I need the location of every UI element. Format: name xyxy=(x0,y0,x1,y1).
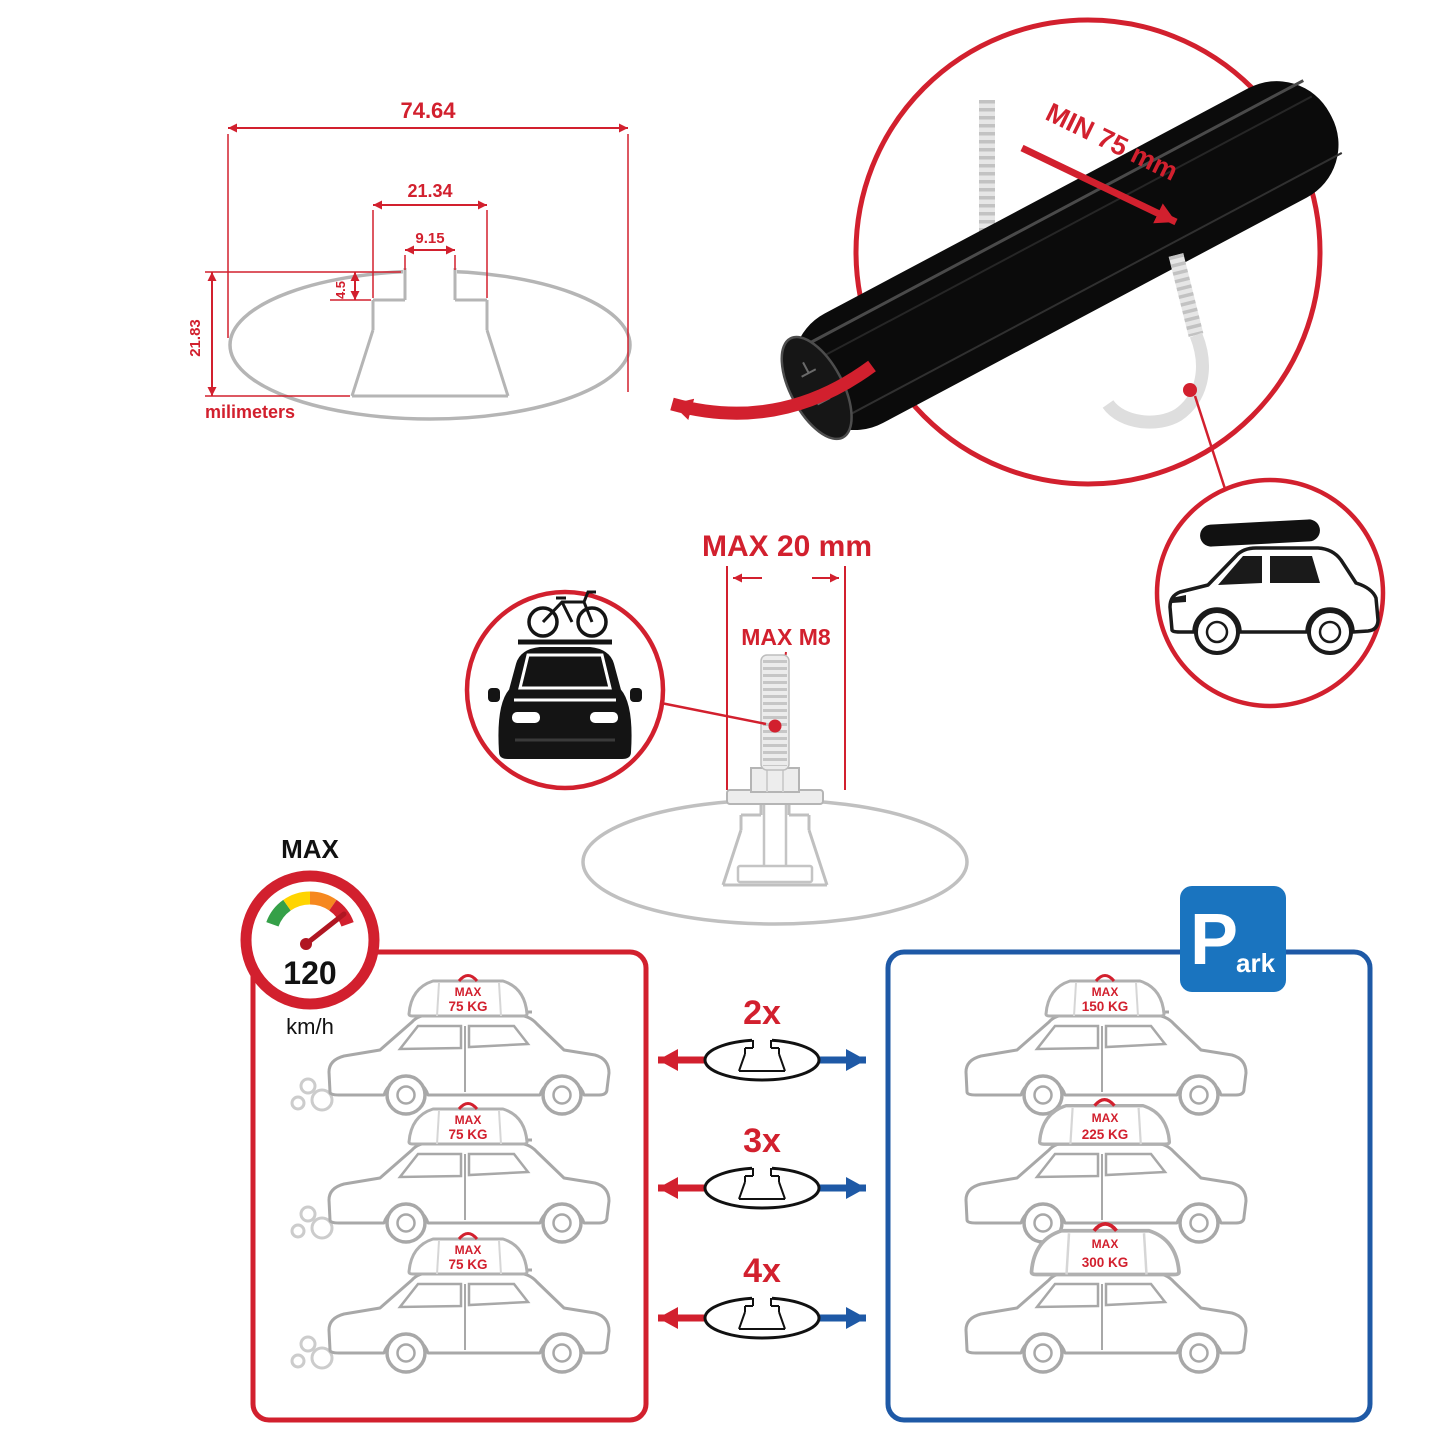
bag-load-label: 75 KG xyxy=(448,999,487,1014)
crossbar-section-icon xyxy=(703,1162,821,1210)
multiplier-label: 2x xyxy=(743,994,781,1032)
parking-panel: P ark MAX 150 KG MAX 225 KG MAX 300 KG xyxy=(885,886,1373,1423)
speedometer-icon: MAX 120 km/h xyxy=(240,834,380,1039)
car-with-cargo-300: MAX 300 KG xyxy=(964,1222,1248,1374)
t-slot-profile-lines xyxy=(350,268,510,398)
bag-max-label: MAX xyxy=(455,1243,482,1257)
car-with-bike-icon xyxy=(464,589,767,791)
fastener-dot xyxy=(1183,383,1197,397)
dim-slot-outer: 21.34 xyxy=(407,181,452,201)
suv-with-roofbox-icon xyxy=(1154,477,1386,709)
bag-max-label: MAX xyxy=(455,1113,482,1127)
bolt-length-label: MAX 20 mm xyxy=(702,530,872,563)
bag-load-label: 150 KG xyxy=(1082,999,1129,1014)
parking-suffix: ark xyxy=(1236,948,1276,978)
multiplier-row-3x: 3x xyxy=(658,1122,866,1210)
bike-silhouette xyxy=(527,590,608,638)
bolt-hex-head xyxy=(750,767,800,793)
crossbar-tube xyxy=(780,79,1343,441)
dim-slot-depth: 4.5 xyxy=(333,281,348,299)
bag-max-label: MAX xyxy=(1092,1111,1119,1125)
gauge-needle xyxy=(303,911,347,947)
bolt-thread-label: MAX M8 xyxy=(741,624,831,650)
bag-load-label: 75 KG xyxy=(448,1257,487,1272)
bag-load-label: 75 KG xyxy=(448,1127,487,1142)
multiplier-column: 2x 3x 4x xyxy=(658,994,866,1340)
bolt-stem xyxy=(762,793,788,877)
dim-total-height: 21.83 xyxy=(187,319,204,357)
crossbar-section-icon xyxy=(703,1034,821,1082)
car-with-cargo-75-1: MAX 75 KG xyxy=(290,974,611,1116)
car-front-body xyxy=(498,647,632,759)
speed-max-label: MAX xyxy=(281,834,339,864)
car-with-cargo-225: MAX 225 KG xyxy=(964,1098,1248,1244)
multiplier-row-2x: 2x xyxy=(658,994,866,1082)
u-bolt-front xyxy=(1102,253,1209,429)
speed-value: 120 xyxy=(283,955,336,991)
min-clearance-arrow xyxy=(1020,144,1178,226)
parking-letter: P xyxy=(1190,900,1238,980)
car-with-cargo-150: MAX 150 KG xyxy=(964,974,1248,1116)
multiplier-label: 4x xyxy=(743,1252,781,1290)
dim-slot-opening: 9.15 xyxy=(415,230,444,247)
bag-max-label: MAX xyxy=(1092,985,1119,999)
bag-load-label: 225 KG xyxy=(1082,1127,1129,1142)
bag-load-label: 300 KG xyxy=(1082,1255,1129,1270)
bolt-diagram: MAX 20 mm MAX M8 xyxy=(581,530,969,926)
zoom-arrow xyxy=(670,360,876,420)
speed-unit: km/h xyxy=(286,1014,334,1039)
driving-panel: MAX 75 KG MAX 75 KG MAX 75 KG xyxy=(250,949,649,1423)
roof-box xyxy=(1200,519,1320,547)
dim-total-width: 74.64 xyxy=(400,98,456,123)
bag-max-label: MAX xyxy=(1092,1237,1119,1251)
crossbar-profile-diagram: 74.64 21.34 9.15 4.5 21.83 milimeters xyxy=(187,98,632,422)
thread-dot xyxy=(768,719,782,733)
car-with-cargo-75-3: MAX 75 KG xyxy=(290,1232,611,1374)
tube-closeup: MIN 75 mm xyxy=(670,17,1343,493)
car-with-cargo-75-2: MAX 75 KG xyxy=(290,1102,611,1244)
multiplier-label: 3x xyxy=(743,1122,781,1160)
multiplier-row-4x: 4x xyxy=(658,1252,866,1340)
units-label: milimeters xyxy=(205,402,295,422)
crossbar-section-icon xyxy=(703,1292,821,1340)
bag-max-label: MAX xyxy=(455,985,482,999)
parking-sign-icon: P ark xyxy=(1180,886,1286,992)
bolt-t-foot xyxy=(736,864,814,884)
